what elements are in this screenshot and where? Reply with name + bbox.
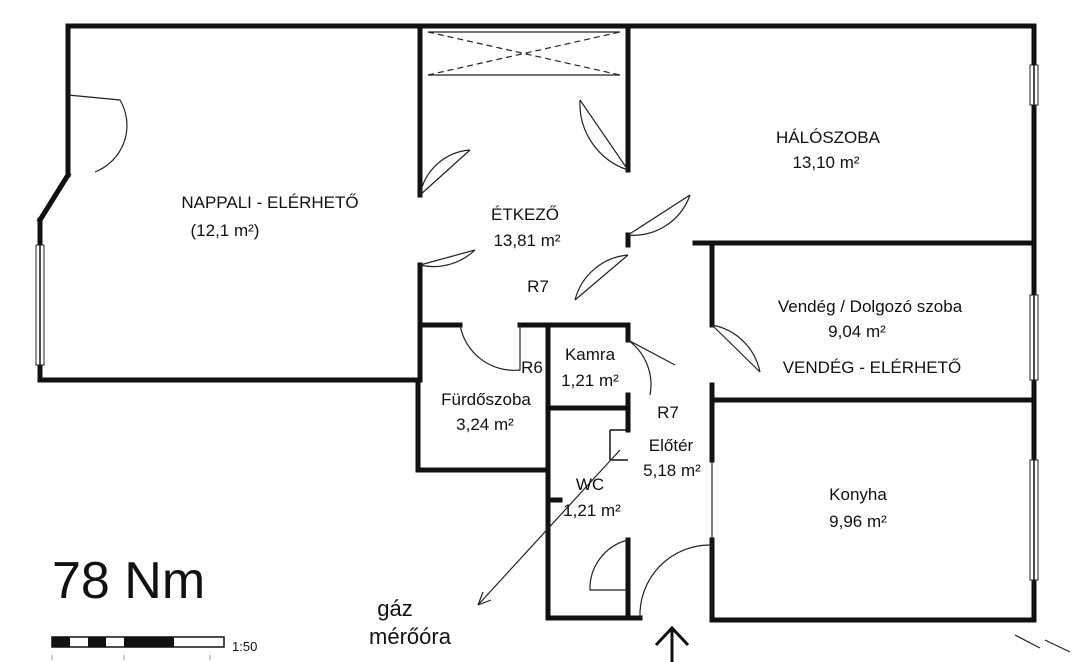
kamra-name: Kamra [565, 345, 616, 364]
kamra-area: 1,21 m² [561, 371, 619, 390]
interior-walls [417, 25, 1037, 623]
eloter-code: R7 [657, 403, 679, 422]
etkezo-name: ÉTKEZŐ [491, 205, 559, 224]
vendeg-note: VENDÉG - ELÉRHETŐ [783, 358, 962, 377]
entrance-arrow-icon [654, 625, 690, 662]
scale-bar: 1:50 [51, 636, 257, 660]
wc-area: 1,21 m² [563, 501, 621, 520]
etkezo-code: R7 [527, 277, 549, 296]
gas-meter-label-2: mérőóra [369, 624, 452, 649]
konyha-area: 9,96 m² [829, 512, 887, 531]
balcony-cross [427, 31, 621, 76]
haloszoba-name: HÁLÓSZOBA [776, 128, 881, 147]
eloter-area: 5,18 m² [643, 461, 701, 480]
konyha-name: Konyha [829, 485, 887, 504]
room-labels: NAPPALI - ELÉRHETŐ (12,1 m²) ÉTKEZŐ 13,8… [181, 128, 962, 531]
corner-marks [1014, 634, 1071, 653]
haloszoba-area: 13,10 m² [792, 153, 859, 172]
vendeg-area: 9,04 m² [828, 322, 886, 341]
doors [67, 94, 761, 619]
windows [35, 64, 1039, 581]
etkezo-area: 13,81 m² [493, 231, 560, 250]
nappali-area: (12,1 m²) [191, 221, 260, 240]
wc-name: WC [576, 475, 604, 494]
gas-meter-arrow [477, 449, 621, 606]
vendeg-name: Vendég / Dolgozó szoba [778, 297, 963, 316]
scale-ratio: 1:50 [232, 639, 257, 654]
nappali-name: NAPPALI - ELÉRHETŐ [181, 193, 358, 212]
total-area: 78 Nm [52, 552, 205, 610]
kamra-code: R6 [521, 358, 543, 377]
furdoszoba-name: Fürdőszoba [441, 390, 531, 409]
furdoszoba-area: 3,24 m² [456, 415, 514, 434]
gas-meter-label-1: gáz [377, 596, 412, 621]
eloter-name: Előtér [649, 436, 694, 455]
